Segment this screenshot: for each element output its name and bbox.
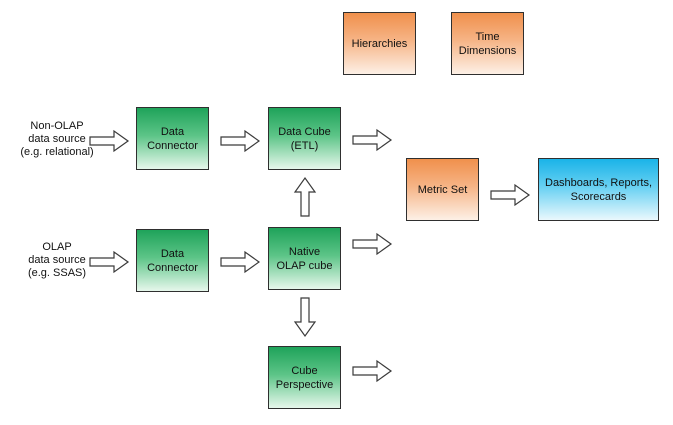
non-olap-source-label: Non-OLAP data source (e.g. relational) xyxy=(20,120,94,158)
time-dimensions-box: Time Dimensions xyxy=(451,12,524,75)
arrow-non-olap-to-connector xyxy=(89,130,129,152)
arrow-native-olap-out xyxy=(352,233,392,255)
native-olap-cube-box: Native OLAP cube xyxy=(268,227,341,290)
cube-perspective-box: Cube Perspective xyxy=(268,346,341,409)
arrow-metric-set-to-dashboards xyxy=(490,184,530,206)
arrow-olap-to-connector xyxy=(89,251,129,273)
arrow-cube-perspective-out xyxy=(352,360,392,382)
arrow-native-olap-to-cube-perspective xyxy=(294,297,316,337)
dashboards-reports-scorecards-box: Dashboards, Reports, Scorecards xyxy=(538,158,659,221)
arrow-connector-to-native-olap xyxy=(220,251,260,273)
arrow-connector-to-data-cube xyxy=(220,130,260,152)
olap-source-label: OLAP data source (e.g. SSAS) xyxy=(27,241,87,279)
arrow-native-olap-to-data-cube xyxy=(294,177,316,217)
metric-set-box: Metric Set xyxy=(406,158,479,221)
data-connector-bottom-box: Data Connector xyxy=(136,229,209,292)
data-connector-top-box: Data Connector xyxy=(136,107,209,170)
arrow-data-cube-out xyxy=(352,129,392,151)
data-cube-etl-box: Data Cube (ETL) xyxy=(268,107,341,170)
hierarchies-box: Hierarchies xyxy=(343,12,416,75)
